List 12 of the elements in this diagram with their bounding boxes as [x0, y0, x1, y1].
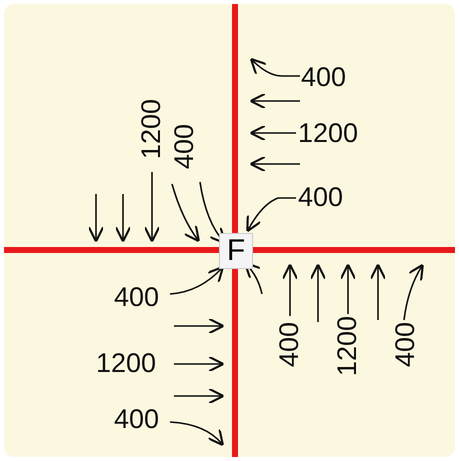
volume-number: 400 — [298, 184, 344, 211]
intersection-label: F — [219, 233, 253, 269]
volume-number: 400 — [301, 64, 346, 91]
volume-number: 1200 — [138, 99, 165, 160]
volume-number: 400 — [392, 322, 419, 368]
volume-number: 1200 — [298, 120, 358, 147]
volume-number: 400 — [171, 124, 198, 170]
volume-number: 400 — [276, 322, 303, 368]
volume-number: 400 — [114, 284, 160, 311]
volume-number: 1200 — [96, 350, 156, 377]
volume-number: 1200 — [334, 316, 361, 376]
volume-number: 400 — [114, 406, 160, 433]
